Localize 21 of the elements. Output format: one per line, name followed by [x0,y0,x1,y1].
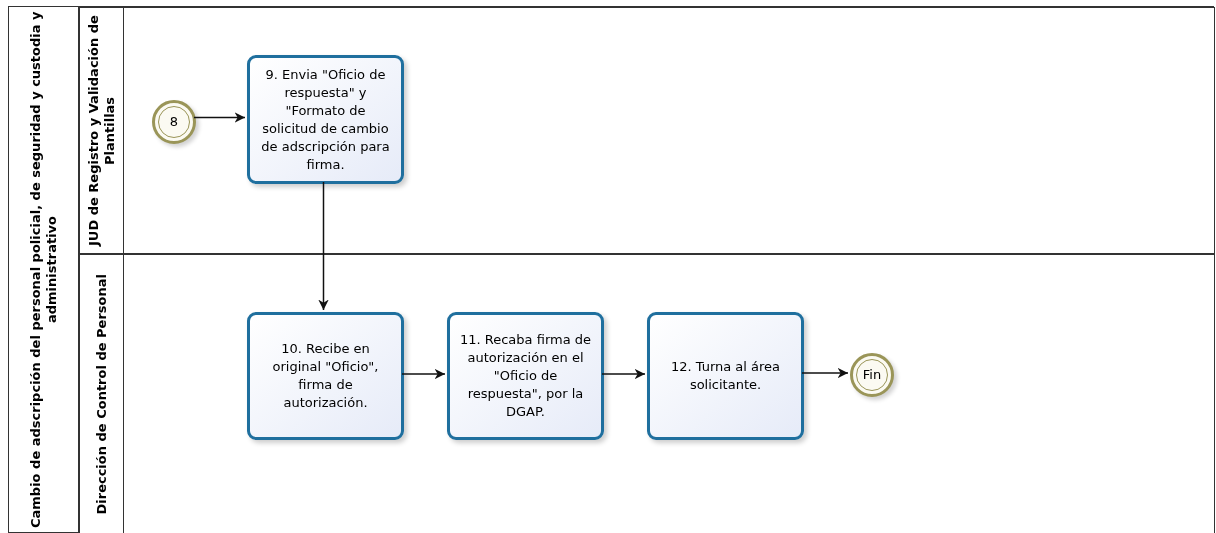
lane-title: JUD de Registro y Validación de Plantillas [85,14,118,249]
pool-title: Cambio de adscripción del personal policial, de seguridad y custodia y administrativo [27,10,60,530]
task-label: 12. Turna al área solicitante. [669,358,782,394]
swimlane [79,7,1215,254]
arrow [401,368,446,380]
event-label: 8 [169,113,179,132]
task-label: 11. Recaba firma de autorización en el "Oficio de respuesta", por la DGAP. [458,331,592,421]
task-box [447,312,604,440]
task-box [247,55,404,184]
pool [8,6,1214,533]
task-label: 9. Envia "Oficio de respuesta" y "Formato de solicitud de cambio de adscripción para firma. [260,65,391,174]
arrow [193,112,246,123]
swimlane [79,254,1215,533]
arrow [318,181,329,311]
lane-title: Dirección de Control de Personal [93,273,110,515]
arrow [801,367,849,379]
arrow [601,368,646,380]
task-box [647,312,804,440]
task-label: 10. Recibe en original "Oficio", firma de autorización. [271,340,380,412]
task-box [247,312,404,440]
event-label: Fin [862,366,882,385]
